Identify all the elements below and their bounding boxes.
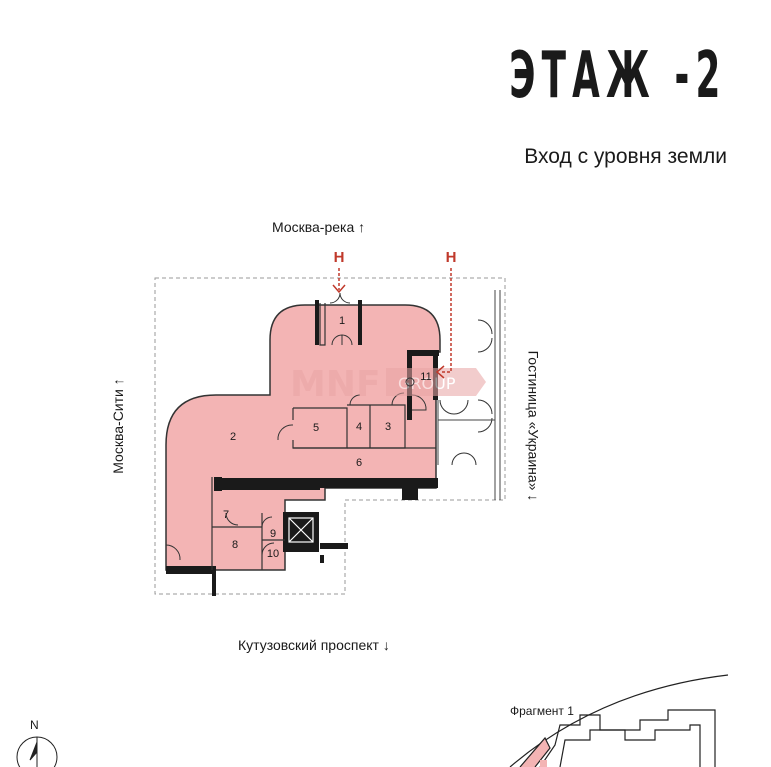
svg-text:Н: Н bbox=[334, 249, 345, 266]
elevator bbox=[288, 517, 314, 543]
compass-icon bbox=[16, 736, 58, 767]
watermark: MNF GROUP bbox=[290, 364, 486, 405]
floor-area bbox=[165, 304, 441, 571]
entrance-marker-east: Н bbox=[435, 249, 457, 379]
room-number-1: 1 bbox=[339, 315, 345, 327]
room-number-11: 11 bbox=[420, 371, 431, 383]
direction-label-top: Москва-река ↑ bbox=[272, 219, 366, 235]
column-marker bbox=[405, 377, 415, 387]
floor-title: ЭТАЖ -2 bbox=[509, 39, 727, 113]
svg-text:MNF: MNF bbox=[290, 364, 381, 405]
room-number-6: 6 bbox=[356, 457, 362, 469]
direction-label-bottom: Кутузовский проспект ↓ bbox=[238, 637, 390, 653]
fragment-label: Фрагмент 1 bbox=[510, 704, 574, 718]
svg-text:Н: Н bbox=[446, 249, 457, 266]
room-number-7: 7 bbox=[223, 509, 229, 521]
room-number-3: 3 bbox=[385, 421, 391, 433]
room-number-8: 8 bbox=[232, 539, 238, 551]
compass-north-label: N bbox=[30, 718, 39, 732]
room-number-5: 5 bbox=[313, 422, 319, 434]
room-number-2: 2 bbox=[230, 431, 236, 443]
floor-subtitle: Вход с уровня земли bbox=[524, 145, 727, 168]
site-outline bbox=[154, 277, 506, 595]
room-number-4: 4 bbox=[356, 421, 362, 433]
room-number-9: 9 bbox=[270, 528, 276, 540]
fragment-map bbox=[509, 674, 729, 767]
partitions bbox=[211, 303, 436, 570]
entrance-marker-north: Н bbox=[332, 249, 346, 294]
room-number-10: 10 bbox=[267, 548, 279, 560]
adjacent-structure bbox=[437, 290, 501, 500]
